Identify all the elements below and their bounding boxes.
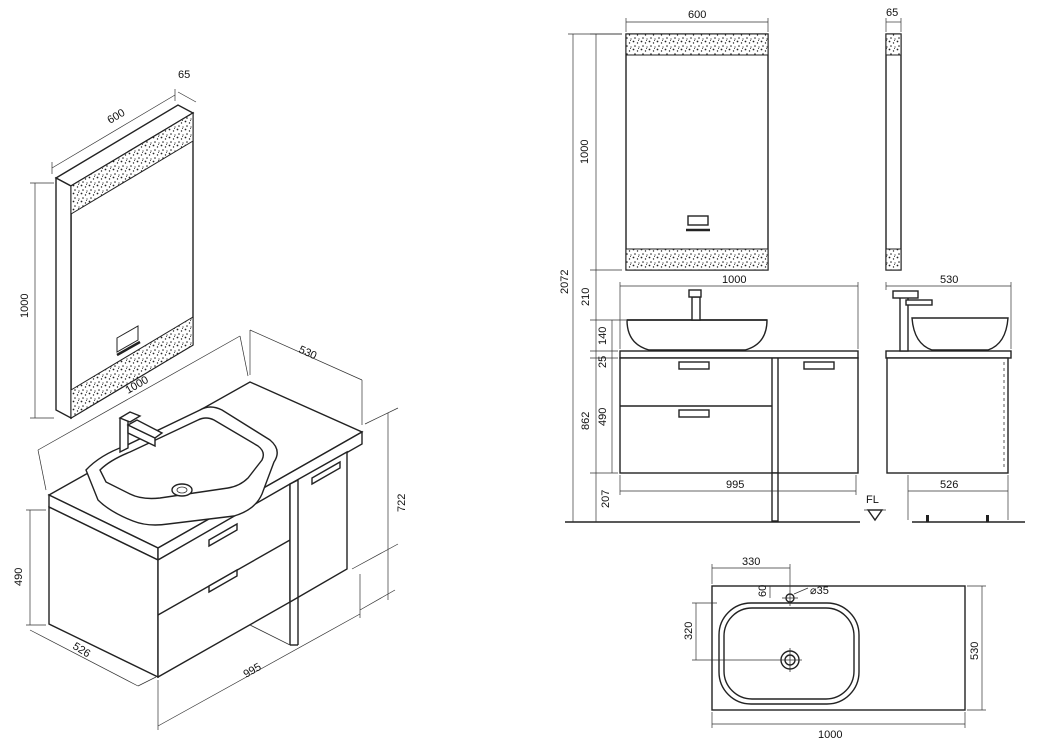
plan-top-depth-label: 530 xyxy=(969,642,981,660)
floor-label: FL xyxy=(866,494,879,506)
iso-cabinet xyxy=(48,450,348,679)
side-mirror-depth-label: 65 xyxy=(886,7,898,19)
front-mirror xyxy=(625,33,769,271)
plan-view: 330 60 ⌀35 320 530 1000 xyxy=(683,556,986,741)
side-top-depth-label: 530 xyxy=(940,274,958,286)
front-overall-height-label: 2072 xyxy=(559,270,571,294)
front-gap-label: 210 xyxy=(580,288,592,306)
iso-mirror-height-label: 1000 xyxy=(19,294,31,318)
iso-total-height-label: 722 xyxy=(396,494,408,512)
front-mirror-height-label: 1000 xyxy=(579,140,591,164)
front-floor-to-top-label: 862 xyxy=(580,412,592,430)
front-top-thickness-label: 25 xyxy=(597,356,609,368)
front-vanity xyxy=(619,289,859,522)
iso-mirror-depth-label: 65 xyxy=(178,69,190,81)
plan-hole-offset-y-label: 60 xyxy=(757,585,769,597)
isometric-view: 600 65 1000 xyxy=(13,69,408,730)
iso-cabinet-height-label: 490 xyxy=(13,568,25,586)
iso-basin xyxy=(85,406,278,526)
front-top-width-label: 1000 xyxy=(722,274,746,286)
iso-mirror xyxy=(54,104,195,420)
plan-hole-diameter-label: ⌀35 xyxy=(810,585,829,597)
front-view: 600 1000 FL xyxy=(559,9,1025,523)
front-mirror-width-label: 600 xyxy=(688,9,706,21)
plan-top-width-label: 1000 xyxy=(818,729,842,741)
front-leg-height-label: 207 xyxy=(600,490,612,508)
front-cabinet-width-label: 995 xyxy=(726,479,744,491)
side-cabinet-depth-label: 526 xyxy=(940,479,958,491)
front-mirror-dims: 600 1000 xyxy=(579,9,769,271)
side-view: 65 530 526 xyxy=(885,7,1012,522)
front-cabinet-height-label: 490 xyxy=(597,408,609,426)
plan-basin-depth-label: 320 xyxy=(683,622,695,640)
iso-cabinet-width-label: 995 xyxy=(242,661,264,681)
front-basin-height-label: 140 xyxy=(597,327,609,345)
iso-faucet xyxy=(118,411,164,454)
iso-mirror-width-label: 600 xyxy=(105,107,127,127)
plan-hole-offset-x-label: 330 xyxy=(742,556,760,568)
front-floor: FL xyxy=(565,494,1025,523)
front-dims: 2072 210 862 207 140 25 490 1000 995 xyxy=(559,33,859,522)
